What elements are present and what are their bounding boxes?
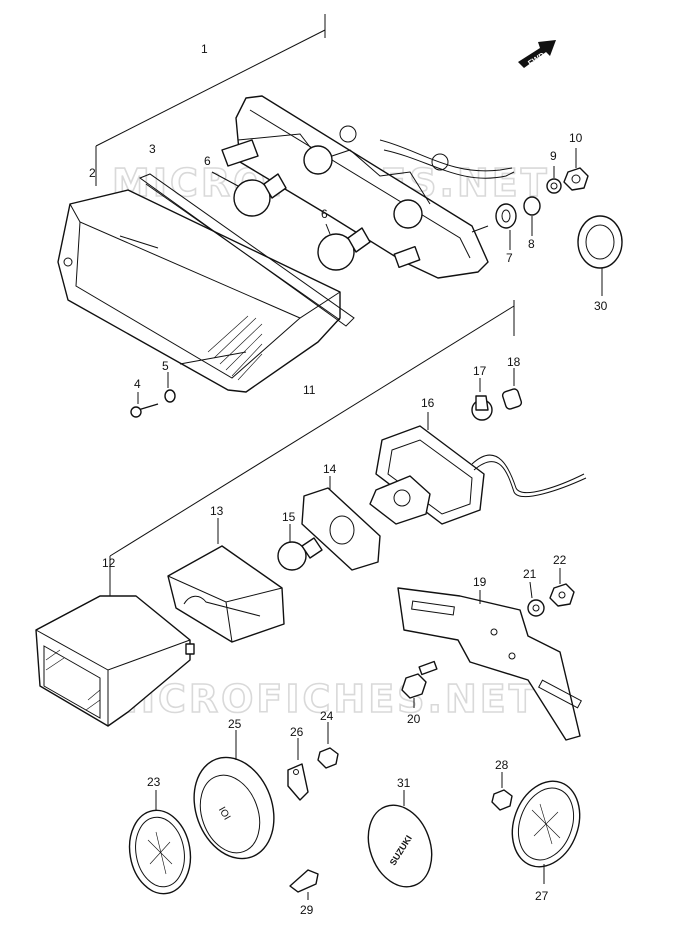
callout-19: 19	[473, 575, 487, 589]
nut-24	[317, 722, 339, 769]
fwd-arrow-icon: FWD	[518, 40, 556, 68]
callout-13: 13	[210, 504, 224, 518]
callout-22: 22	[553, 553, 567, 567]
nut-28	[491, 772, 513, 811]
callout-26: 26	[290, 725, 304, 739]
emblem-31: SUZUKI	[367, 790, 433, 888]
callout-31: 31	[397, 776, 411, 790]
group-bracket-1	[95, 14, 326, 186]
callout-6b: 6	[321, 207, 328, 221]
callout-10: 10	[569, 131, 583, 145]
screw-4	[130, 392, 159, 418]
callout-18: 18	[507, 355, 521, 369]
reflector-23	[128, 790, 192, 895]
callout-6a: 6	[204, 154, 211, 168]
license-gasket	[301, 476, 381, 571]
bulb-upper	[211, 171, 287, 217]
callout-20: 20	[407, 712, 421, 726]
washer-5	[164, 372, 176, 403]
callout-9: 9	[550, 149, 557, 163]
reflector-27	[511, 780, 581, 884]
callout-5: 5	[162, 359, 169, 373]
collar-18	[501, 368, 523, 410]
callout-30: 30	[594, 299, 608, 313]
license-bracket	[397, 587, 582, 741]
bolt-20	[401, 660, 438, 708]
callout-labels: 1 2 3 4 5 6 6 7 8 9 10 11 12 13 14 15 16…	[89, 42, 608, 917]
grommet-17	[471, 378, 493, 421]
callout-24: 24	[320, 709, 334, 723]
callout-25: 25	[228, 717, 242, 731]
callout-7: 7	[506, 251, 513, 265]
rim-25: IOI	[193, 730, 275, 860]
license-socket	[369, 412, 587, 525]
group-bracket-11	[109, 300, 515, 596]
bulb-lower	[317, 223, 371, 271]
lens-gasket	[138, 173, 355, 327]
callout-12: 12	[102, 556, 116, 570]
grommet-30	[577, 215, 623, 296]
callout-29: 29	[300, 903, 314, 917]
grommet-7	[495, 203, 517, 250]
nut-10	[563, 148, 589, 191]
callout-15: 15	[282, 510, 296, 524]
grommet-29	[289, 869, 319, 900]
callout-28: 28	[495, 758, 509, 772]
callout-14: 14	[323, 462, 337, 476]
collar-8	[523, 196, 541, 236]
callout-16: 16	[421, 396, 435, 410]
nut-22	[549, 568, 575, 607]
callout-8: 8	[528, 237, 535, 251]
callout-23: 23	[147, 775, 161, 789]
watermark-bottom: MICROFICHES.NET	[100, 677, 538, 721]
bracket-26	[287, 738, 309, 801]
callout-2: 2	[89, 166, 96, 180]
bulb-socket	[221, 139, 259, 167]
callout-3: 3	[149, 142, 156, 156]
callout-1: 1	[201, 42, 208, 56]
callout-4: 4	[134, 377, 141, 391]
washer-9	[546, 166, 562, 194]
license-lamp-body	[35, 595, 195, 727]
callout-27: 27	[535, 889, 549, 903]
washer-21	[527, 581, 545, 617]
callout-21: 21	[523, 567, 537, 581]
callout-17: 17	[473, 364, 487, 378]
license-bulb	[277, 524, 323, 571]
tail-lamp-lens	[57, 189, 341, 393]
license-lamp-cover	[167, 518, 285, 643]
callout-11: 11	[303, 383, 316, 397]
